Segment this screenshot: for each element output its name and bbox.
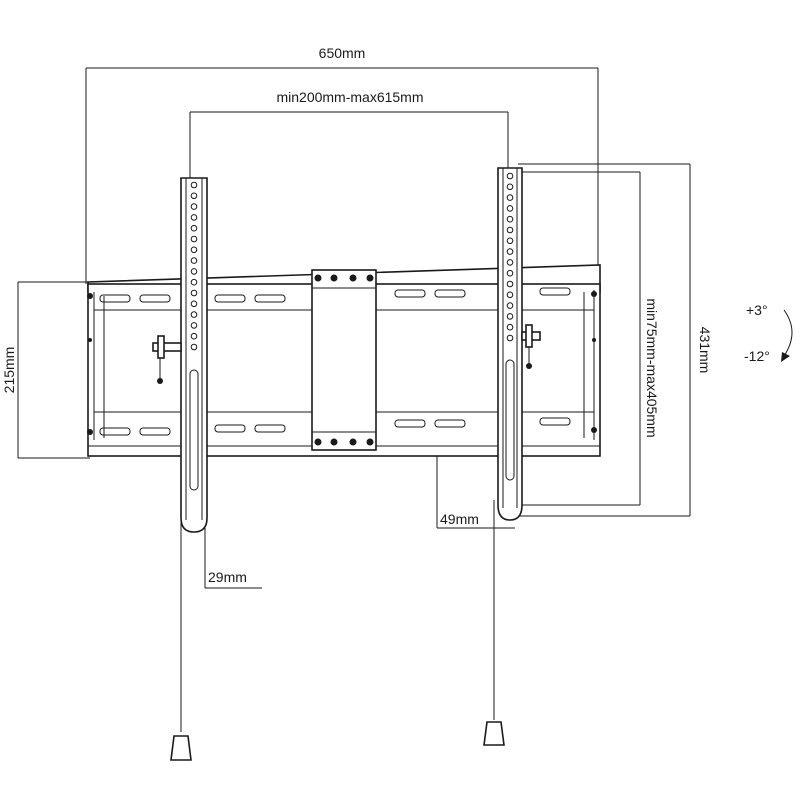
mounting-hole — [190, 300, 198, 308]
mounting-hole — [506, 269, 514, 277]
mounting-hole — [506, 259, 514, 266]
mounting-hole — [190, 289, 198, 297]
mounting-hole — [506, 194, 514, 201]
mounting-hole — [506, 323, 514, 331]
mounting-hole — [506, 291, 514, 299]
left-pull-cord[interactable] — [170, 520, 192, 761]
dimension-bracket-height — [518, 163, 691, 517]
mounting-hole — [190, 278, 198, 286]
mounting-hole — [190, 311, 198, 318]
center-plate — [311, 269, 377, 451]
label-tilt-up: +3° — [746, 302, 768, 318]
label-vesa-horizontal: min200mm-max615mm — [276, 89, 423, 105]
label-vesa-vertical: min75mm-max405mm — [644, 298, 660, 437]
dimension-wall-clearance — [204, 528, 262, 589]
mounting-hole — [506, 205, 514, 212]
mounting-hole — [506, 313, 514, 320]
mounting-hole — [190, 332, 198, 340]
mounting-hole — [506, 215, 514, 223]
dimension-vesa-vertical — [512, 171, 641, 506]
mounting-hole — [506, 183, 514, 191]
mounting-hole — [506, 226, 514, 234]
label-overall-width: 650mm — [319, 45, 366, 61]
mounting-hole — [190, 192, 198, 200]
mounting-hole — [506, 302, 514, 309]
mounting-hole — [190, 246, 198, 254]
mounting-hole — [190, 224, 198, 232]
dimension-profile-depth — [436, 448, 515, 529]
mounting-hole — [506, 172, 514, 180]
right-bracket-arm — [497, 167, 541, 521]
mounting-hole — [190, 268, 198, 275]
label-bracket-height: 431mm — [697, 327, 713, 374]
tilt-arrow-icon — [781, 309, 793, 362]
mounting-hole — [190, 214, 198, 221]
mounting-hole — [506, 237, 514, 245]
dimension-overall-width — [85, 67, 599, 284]
mounting-hole — [506, 248, 514, 255]
dimension-vesa-horizontal — [189, 111, 509, 178]
left-bracket-arm — [152, 177, 208, 533]
mounting-hole — [190, 203, 198, 210]
label-profile-depth: 49mm — [440, 511, 479, 527]
mounting-hole — [190, 322, 198, 329]
mounting-hole — [190, 343, 198, 351]
mounting-hole — [506, 280, 514, 288]
mounting-hole — [190, 257, 198, 264]
mounting-hole — [190, 181, 198, 189]
label-wall-plate-height: 215mm — [1, 347, 17, 394]
mounting-hole — [506, 334, 514, 342]
label-wall-clearance: 29mm — [208, 569, 247, 585]
dimension-wall-plate-height — [17, 281, 90, 459]
mounting-hole — [190, 235, 198, 243]
right-pull-cord[interactable] — [483, 500, 505, 746]
label-tilt-down: -12° — [744, 348, 770, 364]
